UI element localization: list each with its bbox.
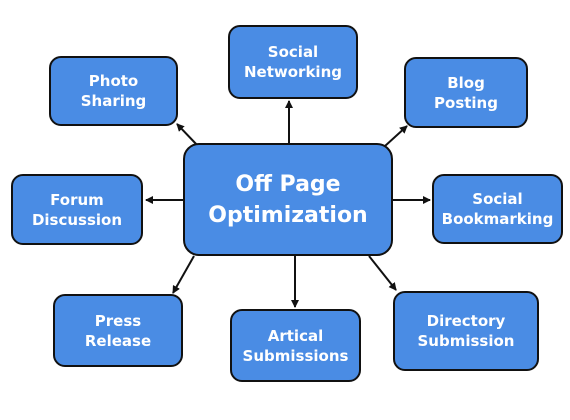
node-artical-submissions: Artical Submissions	[230, 309, 361, 382]
node-directory-submission: Directory Submission	[393, 291, 539, 371]
node-social-bookmarking: Social Bookmarking	[432, 174, 563, 244]
node-forum-discussion: Forum Discussion	[11, 174, 143, 245]
arrow-to-press-release	[172, 255, 195, 294]
arrow-to-directory-submission	[368, 255, 397, 291]
node-photo-sharing: Photo Sharing	[49, 56, 178, 126]
arrow-to-photo-sharing	[176, 123, 199, 147]
center-node: Off Page Optimization	[183, 143, 393, 256]
node-blog-posting: Blog Posting	[404, 57, 528, 128]
node-social-networking: Social Networking	[228, 25, 358, 99]
arrow-to-blog-posting	[384, 125, 408, 147]
node-press-release: Press Release	[53, 294, 183, 367]
